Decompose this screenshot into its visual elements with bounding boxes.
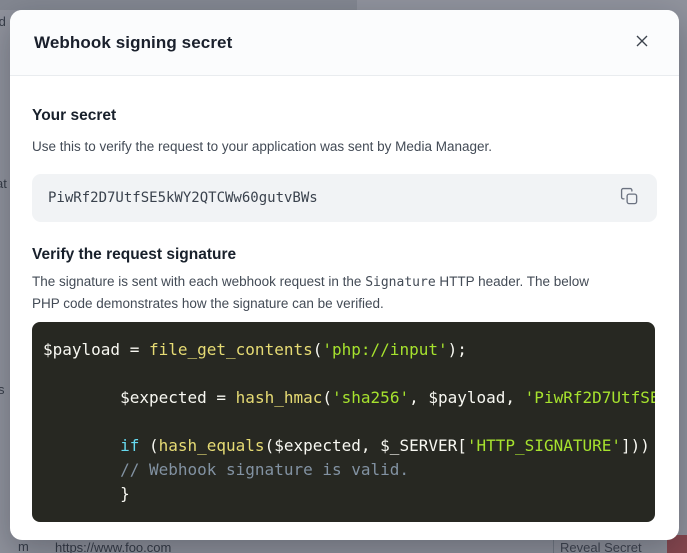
close-button[interactable]: [629, 30, 655, 56]
verify-description-text: The signature is sent with each webhook …: [32, 274, 366, 289]
webhook-signing-secret-modal: Webhook signing secret Your secret Use t…: [10, 10, 679, 540]
modal-body: Your secret Use this to verify the reque…: [10, 76, 679, 540]
php-code-block: $payload = file_get_contents('php://inpu…: [32, 322, 655, 522]
modal-header: Webhook signing secret: [10, 10, 679, 76]
signature-header-inline-code: Signature: [365, 275, 436, 290]
verify-description-text: HTTP header. The below: [435, 274, 589, 289]
secret-value: PiwRf2D7UtfSE5kWY2QTCWw60gutvBWs: [48, 190, 318, 206]
php-code: $payload = file_get_contents('php://inpu…: [43, 340, 655, 503]
copy-icon: [620, 187, 639, 209]
verify-signature-description: The signature is sent with each webhook …: [32, 271, 657, 314]
your-secret-description: Use this to verify the request to your a…: [32, 139, 492, 154]
your-secret-heading: Your secret: [32, 107, 117, 124]
close-icon: [635, 34, 649, 51]
modal-title: Webhook signing secret: [34, 32, 233, 52]
verify-description-text: PHP code demonstrates how the signature …: [32, 296, 384, 311]
verify-signature-heading: Verify the request signature: [32, 246, 237, 263]
copy-secret-button[interactable]: [615, 184, 643, 212]
secret-value-box: PiwRf2D7UtfSE5kWY2QTCWw60gutvBWs: [32, 174, 657, 222]
